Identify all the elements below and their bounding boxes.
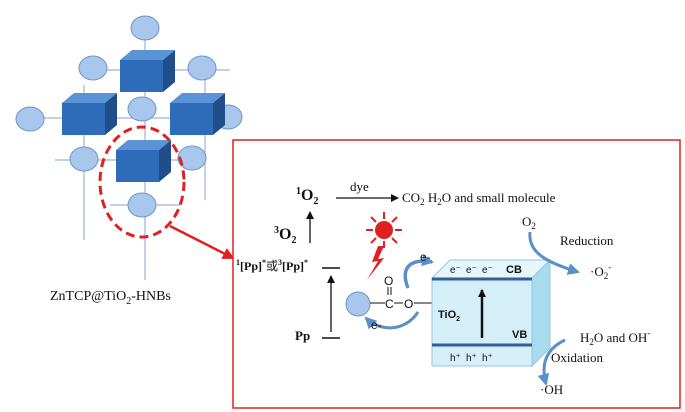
electron-label-bottom: e- — [371, 318, 382, 332]
callout-arrow — [169, 224, 235, 260]
water-hydroxide-reactant: H2O and OH- — [580, 328, 650, 347]
cb-electron-2: e⁻ — [466, 265, 477, 276]
excited-state-label: 1[Pp]*或3[Pp]* — [236, 258, 308, 273]
cb-label: CB — [506, 264, 522, 276]
hydroxyl-radical-product: ·OH — [540, 382, 563, 397]
reduction-arrow — [528, 231, 580, 275]
vb-hole-3: h⁺ — [482, 353, 493, 364]
oxidation-arrow — [537, 338, 566, 386]
lightning-icon — [367, 246, 384, 280]
products-label: CO2 H2O and small molecule — [402, 190, 556, 207]
electron-transfer-arrow-bottom — [364, 311, 420, 330]
block-2 — [62, 93, 117, 135]
ground-state-label: Pp — [295, 328, 310, 343]
reduction-label: Reduction — [560, 233, 614, 248]
tio2-label: TiO2 — [438, 309, 460, 323]
superoxide-product: ·O2- — [590, 262, 611, 281]
cb-electron-1: e⁻ — [450, 265, 461, 276]
vb-hole-1: h⁺ — [450, 353, 461, 364]
electron-injection-arrow-top — [403, 254, 434, 289]
block-4 — [116, 140, 171, 182]
energy-diagram: 1O2 dye CO2 H2O and small molecule 3O2 1… — [236, 179, 650, 397]
singlet-oxygen-label: 1O2 — [296, 186, 318, 207]
triplet-oxygen-label: 3O2 — [274, 225, 296, 246]
framework-label: ZnTCP@TiO2-HNBs — [50, 289, 171, 307]
electron-label-top: e- — [420, 250, 431, 264]
cb-electron-3: e⁻ — [482, 265, 493, 276]
framework-blocks — [62, 50, 225, 182]
block-1 — [120, 50, 175, 92]
framework-nodes — [15, 15, 243, 218]
tio2-cube: TiO2 CB VB e⁻ e⁻ e⁻ h⁺ h⁺ h⁺ — [430, 258, 552, 368]
dye-label: dye — [350, 179, 369, 194]
vb-hole-2: h⁺ — [466, 353, 477, 364]
carboxyl-oxygen-right: O — [404, 297, 413, 311]
carboxyl-oxygen-top: O — [384, 274, 393, 288]
sensitizer-node — [345, 291, 371, 317]
light-source-icon — [366, 212, 402, 248]
oxidation-label: Oxidation — [551, 350, 603, 365]
vb-label: VB — [512, 329, 527, 341]
carboxyl-carbon: C — [385, 297, 394, 311]
block-3 — [170, 93, 225, 135]
o2-reactant: O2 — [522, 214, 536, 231]
framework-illustration: ZnTCP@TiO2-HNBs — [15, 15, 243, 307]
highlight-ellipse — [98, 125, 186, 239]
